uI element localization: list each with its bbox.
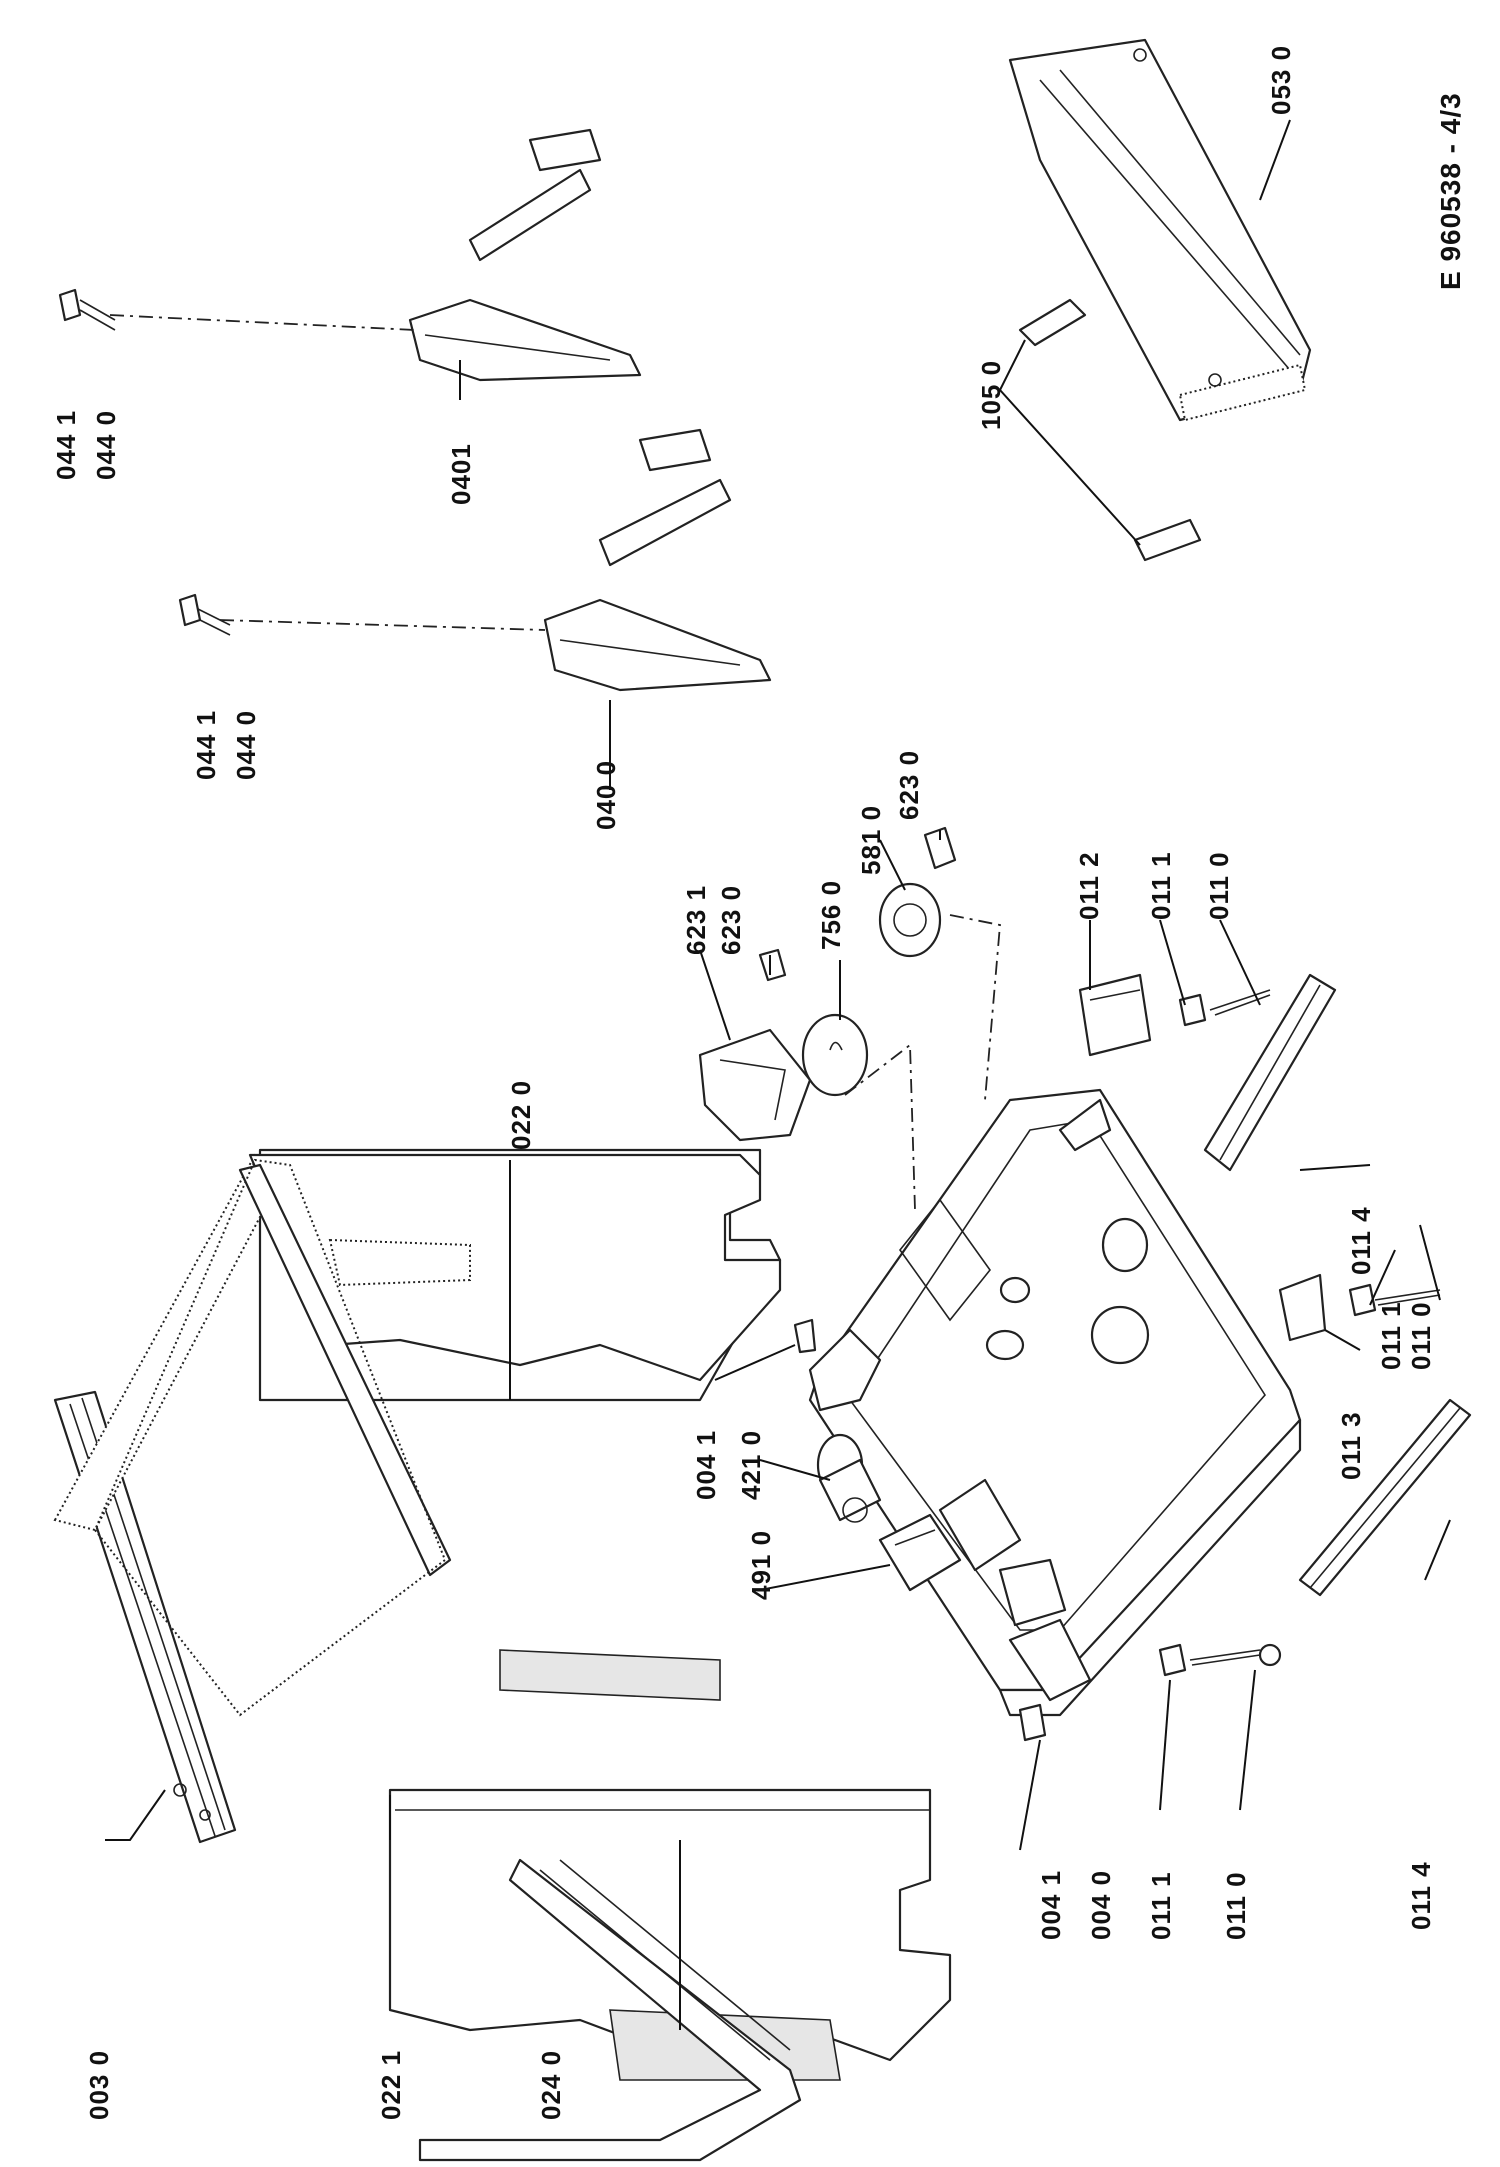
- part-6231-assembly: [698, 948, 916, 1211]
- part-screw-group-lower: [1158, 1643, 1282, 1677]
- label-4910: 491 0: [746, 1530, 776, 1600]
- part-rail-0114-b: [1298, 1398, 1472, 1597]
- label-0110-a: 011 0: [1221, 1871, 1251, 1940]
- label-0113: 011 3: [1336, 1411, 1366, 1480]
- label-1050: 105 0: [976, 360, 1006, 430]
- label-0400: 040 0: [591, 760, 621, 830]
- label-0112: 011 2: [1074, 851, 1104, 920]
- label-0114-b: 011 4: [1346, 1206, 1376, 1275]
- label-0440-a: 044 0: [231, 710, 261, 780]
- part-rail-0114-a: [1203, 973, 1337, 1172]
- label-0111-a: 011 1: [1146, 1871, 1176, 1940]
- label-0114-a: 011 4: [1406, 1861, 1436, 1930]
- part-0491: [878, 1513, 962, 1592]
- label-5810: 581 0: [856, 805, 886, 875]
- label-0441-b: 044 1: [51, 410, 81, 480]
- label-7560: 756 0: [816, 880, 846, 950]
- part-hinge-0401: [58, 128, 642, 382]
- label-0041-b: 004 1: [1036, 1870, 1066, 1940]
- label-0440-b: 044 0: [91, 410, 121, 480]
- part-panel-0221: [388, 1649, 952, 2081]
- label-0441-a: 044 1: [191, 710, 221, 780]
- part-panel-0220: [53, 1148, 782, 1717]
- label-0221: 022 1: [376, 2050, 406, 2120]
- label-0220: 022 0: [506, 1080, 536, 1150]
- drawing-code: E 960538 - 4/3: [1435, 92, 1466, 290]
- part-labels: 003 0 022 1 024 0 022 0 004 1 421 0 491 …: [51, 45, 1436, 2120]
- label-0111-c: 011 1: [1146, 851, 1176, 920]
- label-0240: 024 0: [536, 2050, 566, 2120]
- label-0401: 0401: [446, 443, 476, 505]
- label-0110-c: 011 0: [1204, 851, 1234, 920]
- label-0030: 003 0: [84, 2050, 114, 2120]
- part-clips-1050: [1018, 298, 1202, 562]
- label-0041-a: 004 1: [691, 1430, 721, 1500]
- part-bracket-0112: [1078, 973, 1271, 1057]
- part-base-tub-0040: [808, 1088, 1302, 1717]
- label-6230-a: 623 0: [716, 885, 746, 955]
- label-0530: 053 0: [1266, 45, 1296, 115]
- label-0111-b: 011 1: [1376, 1301, 1406, 1370]
- part-clip-0041-a: [793, 1318, 817, 1354]
- part-rail-0030: [53, 1390, 237, 1844]
- part-base-0240: [418, 1858, 802, 2162]
- label-6230-b: 623 0: [894, 750, 924, 820]
- part-5810-assembly: [878, 826, 1001, 1101]
- part-hinge-0400: [178, 428, 772, 692]
- label-4210: 421 0: [736, 1430, 766, 1500]
- part-profile-0530: [1008, 38, 1312, 422]
- label-0040: 004 0: [1086, 1870, 1116, 1940]
- part-clip-0041-b: [1018, 1703, 1047, 1742]
- label-6231: 623 1: [681, 885, 711, 955]
- leader-lines: [105, 119, 1451, 2030]
- label-0110-b: 011 0: [1406, 1301, 1436, 1370]
